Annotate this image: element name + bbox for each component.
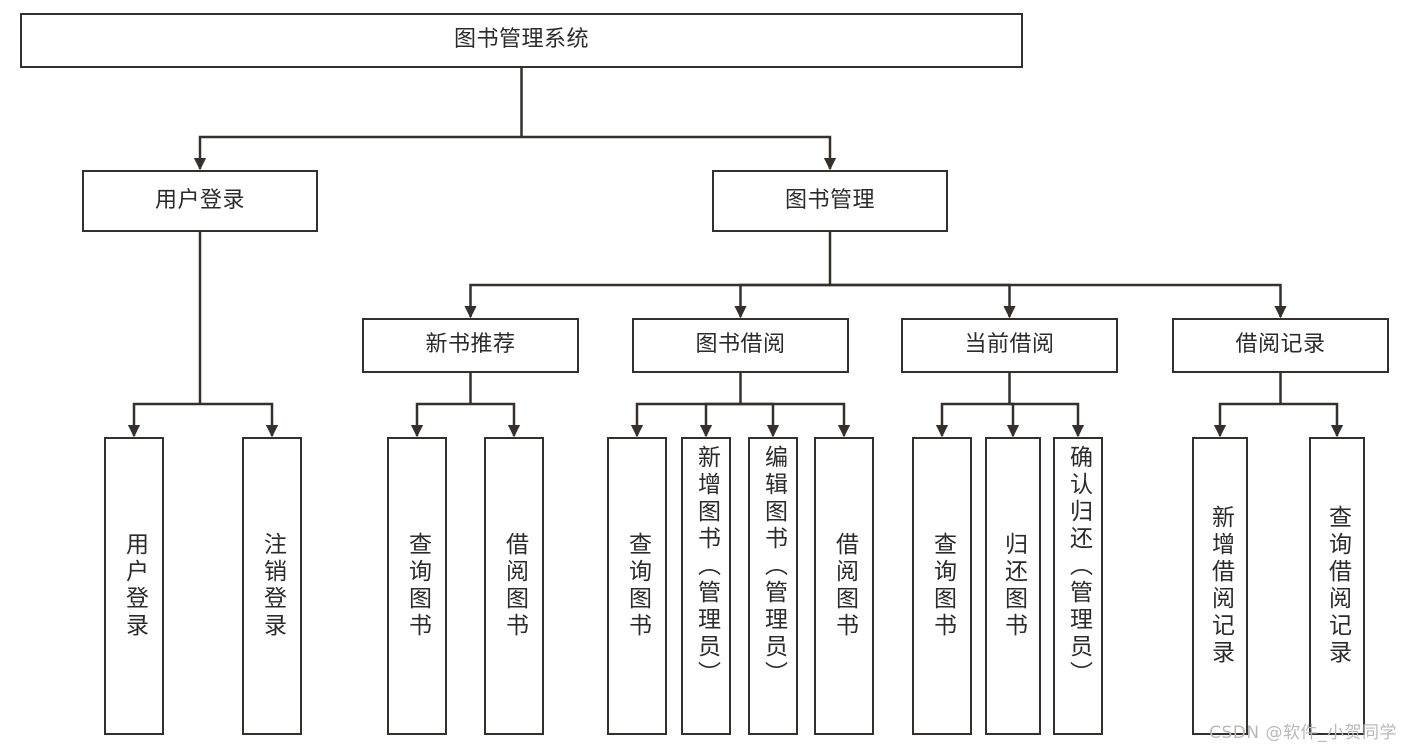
edge-l3-current-to-leaf-c-query [935,402,1010,438]
node-label: 查询借阅记录 [1324,505,1351,667]
node-leaf-r-add[interactable]: 新增借阅记录 [1192,437,1248,735]
node-l2-book[interactable]: 图书管理 [712,170,948,232]
node-label: 图书借阅 [695,332,786,358]
edge-l3-records-to-leaf-r-add [1213,402,1281,438]
edge-l3-borrow-to-leaf-b-add [699,402,741,438]
edge-l3-new-book-rec-to-leaf-rec-query [410,402,471,438]
edge-l3-current-to-leaf-c-confirm [1009,402,1085,438]
node-leaf-b-add[interactable]: 新增图书（管理员） [681,437,731,735]
edge-root-to-l2-user [193,135,522,171]
node-l3-borrow[interactable]: 图书借阅 [632,318,849,373]
edge-layer [127,68,1344,438]
node-l2-user[interactable]: 用户登录 [82,170,318,232]
node-label: 新增图书（管理员） [693,445,720,688]
node-label: 查询图书 [404,532,431,640]
edge-l2-user-to-leaf-user-logout [200,402,279,438]
node-label: 借阅图书 [831,532,858,640]
node-leaf-r-query[interactable]: 查询借阅记录 [1309,437,1365,735]
node-leaf-user-login[interactable]: 用户登录 [104,437,164,735]
node-label: 编辑图书（管理员） [760,445,787,688]
node-leaf-c-confirm[interactable]: 确认归还（管理员） [1053,437,1103,735]
node-l3-current[interactable]: 当前借阅 [901,318,1118,373]
node-l3-records[interactable]: 借阅记录 [1172,318,1389,373]
node-label: 借阅图书 [501,532,528,640]
edge-l3-records-to-leaf-r-query [1280,402,1344,438]
node-leaf-b-borrow[interactable]: 借阅图书 [814,437,874,735]
edge-l3-new-book-rec-to-leaf-rec-borrow [470,402,521,438]
edge-l3-borrow-to-leaf-b-edit [740,402,780,438]
node-label: 查询图书 [929,532,956,640]
edge-l2-book-to-l3-new-book-rec [464,283,830,319]
node-leaf-b-query[interactable]: 查询图书 [607,437,667,735]
node-label: 新增借阅记录 [1207,505,1234,667]
edge-l3-borrow-to-leaf-b-borrow [740,402,851,438]
node-label: 图书管理系统 [453,27,589,53]
node-label: 图书管理 [784,187,875,213]
edge-l2-book-to-l3-borrow [734,283,830,319]
node-label: 用户登录 [154,187,245,213]
node-label: 当前借阅 [964,332,1055,358]
node-root[interactable]: 图书管理系统 [20,13,1023,68]
node-label: 用户登录 [121,532,148,640]
edge-root-to-l2-book [521,135,837,171]
node-leaf-rec-query[interactable]: 查询图书 [387,437,447,735]
node-label: 确认归还（管理员） [1065,445,1092,688]
edge-l2-book-to-l3-records [830,283,1287,319]
node-leaf-c-return[interactable]: 归还图书 [985,437,1041,735]
node-label: 借阅记录 [1235,332,1326,358]
node-l3-new-book-rec[interactable]: 新书推荐 [362,318,579,373]
edge-l3-borrow-to-leaf-b-query [630,402,741,438]
node-leaf-rec-borrow[interactable]: 借阅图书 [484,437,544,735]
node-label: 归还图书 [1000,532,1027,640]
edge-l2-user-to-leaf-user-login [127,402,200,438]
node-leaf-user-logout[interactable]: 注销登录 [242,437,302,735]
edge-l2-book-to-l3-current [830,283,1016,319]
node-label: 新书推荐 [425,332,516,358]
node-leaf-c-query[interactable]: 查询图书 [912,437,972,735]
node-leaf-b-edit[interactable]: 编辑图书（管理员） [748,437,798,735]
node-label: 查询图书 [624,532,651,640]
node-label: 注销登录 [259,532,286,640]
edge-l3-current-to-leaf-c-return [1006,402,1020,438]
